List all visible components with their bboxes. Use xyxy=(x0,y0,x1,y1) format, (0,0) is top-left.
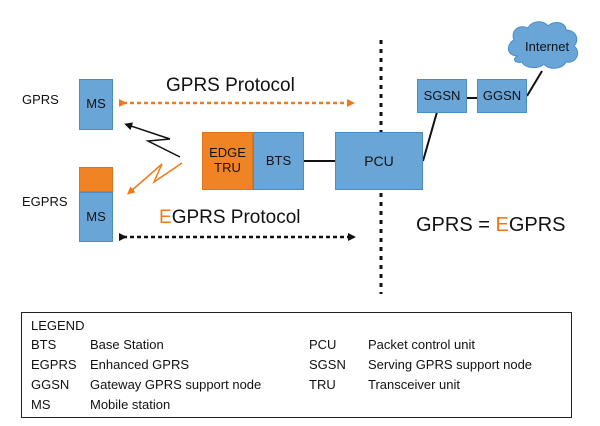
legend-desc: Serving GPRS support node xyxy=(368,357,533,372)
legend-desc: Mobile station xyxy=(90,397,171,412)
ms-gprs-node: MS xyxy=(79,79,113,130)
bts-label: BTS xyxy=(265,152,292,168)
pcu-label: PCU xyxy=(364,152,394,169)
sgsn-node: SGSN xyxy=(417,79,467,113)
ggsn-label: GGSN xyxy=(482,87,522,103)
legend-abbr: TRU xyxy=(309,377,336,392)
ms-egprs-upgrade-block xyxy=(79,167,113,192)
gprs-protocol-label: GPRS Protocol xyxy=(166,75,295,96)
gprs-equals-egprs-label: GPRS = EGPRS xyxy=(416,214,566,237)
legend-abbr: PCU xyxy=(309,337,337,352)
equation-right: GPRS xyxy=(508,214,566,236)
pcu-node: PCU xyxy=(335,132,423,190)
legend-desc: Packet control unit xyxy=(368,337,475,352)
legend-box: LEGEND BTS Base Station EGPRS Enhanced G… xyxy=(21,312,572,418)
egprs-protocol-label: EGPRS Protocol xyxy=(159,207,301,229)
internet-label: Internet xyxy=(525,39,570,54)
radio-link-egprs-icon xyxy=(126,162,183,195)
pcu-sgsn-link xyxy=(422,111,438,162)
legend-desc: Base Station xyxy=(90,337,164,352)
ms-egprs-label: MS xyxy=(86,208,106,224)
legend-title: LEGEND xyxy=(31,318,85,333)
egprs-protocol-rest: GPRS Protocol xyxy=(171,207,301,228)
edge-tru-label-line1: EDGE xyxy=(209,145,246,161)
legend-abbr: SGSN xyxy=(309,357,346,372)
internet-cloud-icon xyxy=(508,21,579,69)
equation-accent: E xyxy=(495,214,509,236)
legend-desc: Transceiver unit xyxy=(368,377,460,392)
ggsn-internet-link xyxy=(526,70,543,97)
legend-abbr: BTS xyxy=(31,337,57,352)
egprs-protocol-accent: E xyxy=(159,207,172,228)
legend-abbr: GGSN xyxy=(31,377,70,392)
legend-desc: Gateway GPRS support node xyxy=(90,377,262,392)
legend-abbr: MS xyxy=(31,397,51,412)
ms-gprs-label: MS xyxy=(86,96,106,112)
sgsn-label: SGSN xyxy=(423,87,461,103)
bts-node: BTS xyxy=(253,132,304,190)
egprs-row-label: EGPRS xyxy=(22,194,68,209)
legend-abbr: EGPRS xyxy=(31,357,77,372)
ggsn-node: GGSN xyxy=(477,79,527,113)
legend-desc: Enhanced GPRS xyxy=(90,357,190,372)
ms-egprs-node: MS xyxy=(79,192,113,242)
gprs-row-label: GPRS xyxy=(22,92,59,107)
equation-left: GPRS = xyxy=(416,214,496,236)
radio-link-gprs-icon xyxy=(124,122,181,158)
edge-tru-label-line2: TRU xyxy=(214,160,241,175)
